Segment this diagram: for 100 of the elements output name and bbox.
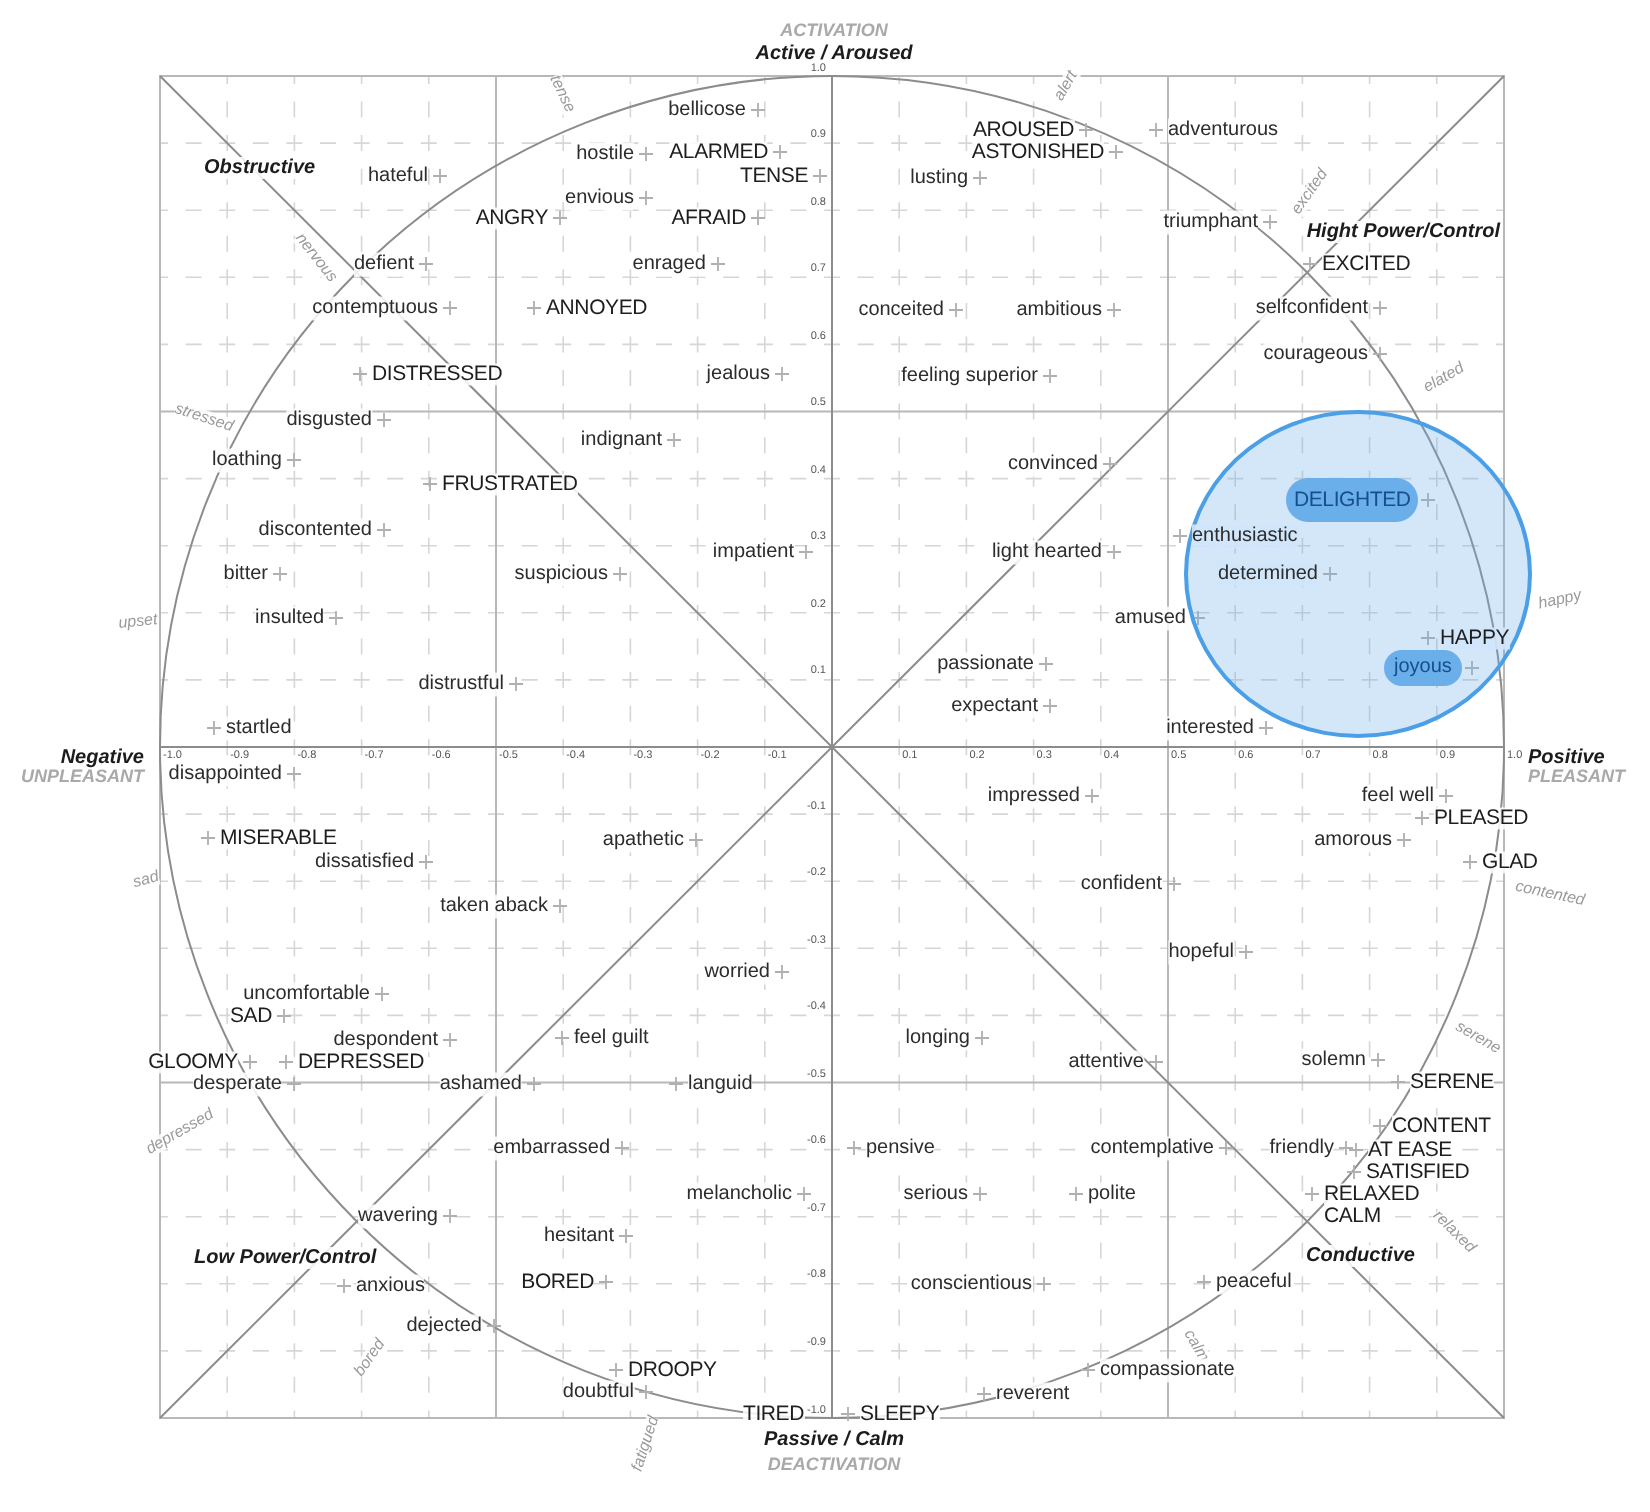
emotion-term: GLAD (1482, 851, 1538, 873)
emotion-term: adventurous (1168, 118, 1279, 142)
emotion-term: pensive (866, 1136, 935, 1160)
emotion-term: indignant (580, 428, 662, 452)
emotion-term: interested (1166, 716, 1254, 740)
emotion-term: defient (353, 252, 414, 276)
emotion-term: amused (1114, 606, 1186, 630)
emotion-term: CONTENT (1392, 1115, 1491, 1137)
emotion-term: light hearted (991, 540, 1102, 564)
emotion-term: selfconfident (1255, 296, 1368, 320)
circle-term: sad (131, 868, 161, 892)
emotion-term: lusting (910, 166, 968, 190)
emotion-term: feeling superior (901, 364, 1038, 388)
circle-term: stressed (172, 401, 236, 435)
emotion-term: enraged (632, 252, 706, 276)
emotion-term: hostile (576, 142, 634, 166)
circle-term: upset (117, 612, 159, 632)
emotion-term: impressed (987, 784, 1080, 808)
axis-title: Negative (60, 747, 144, 769)
axis-title: Passive / Calm (763, 1429, 905, 1451)
emotion-term: wavering (357, 1204, 438, 1228)
emotion-term: feel well (1361, 784, 1434, 808)
emotion-term: hopeful (1168, 940, 1234, 964)
circle-term: tense (546, 72, 578, 116)
emotion-term: feel guilt (574, 1026, 649, 1050)
emotion-term: hateful (367, 164, 428, 188)
emotion-term: worried (704, 960, 770, 984)
emotion-term: joyous (1394, 658, 1452, 678)
emotion-term: AROUSED (972, 119, 1074, 141)
emotion-term: conceited (858, 298, 944, 322)
emotion-term: uncomfortable (243, 982, 370, 1006)
emotion-term: AT EASE (1368, 1139, 1452, 1161)
emotion-term: dissatisfied (315, 850, 414, 874)
emotion-term: SAD (230, 1005, 272, 1027)
emotion-term: solemn (1301, 1048, 1366, 1072)
emotion-term: hesitant (543, 1224, 614, 1248)
emotion-term: MISERABLE (220, 827, 337, 849)
emotion-term: desperate (193, 1072, 282, 1096)
emotion-term: bellicose (668, 98, 746, 122)
emotion-term: insulted (255, 606, 324, 630)
emotion-term: enthusiastic (1192, 524, 1298, 548)
emotion-term: jealous (706, 362, 770, 386)
emotion-term: polite (1088, 1182, 1136, 1206)
highlight-pill (1384, 650, 1462, 686)
emotion-term: despondent (333, 1028, 438, 1052)
emotion-term: CALM (1324, 1205, 1381, 1227)
emotion-term: SLEEPY (860, 1403, 940, 1425)
emotion-term: bitter (223, 562, 268, 586)
emotion-term: triumphant (1163, 210, 1258, 234)
emotion-term: courageous (1263, 342, 1368, 366)
quadrant-label: Obstructive (204, 157, 316, 179)
emotion-term: DEPRESSED (298, 1051, 424, 1073)
quadrant-label: Low Power/Control (194, 1247, 377, 1269)
emotion-term: disappointed (168, 762, 282, 786)
emotion-term: EXCITED (1322, 253, 1411, 275)
emotion-term: reverent (996, 1382, 1070, 1406)
emotion-term: conscientious (910, 1272, 1032, 1296)
dimension-label: DEACTIVATION (767, 1456, 901, 1476)
emotion-term: FRUSTRATED (442, 473, 578, 495)
emotion-term: peaceful (1216, 1270, 1292, 1294)
emotion-term: GLOOMY (148, 1051, 238, 1073)
dimension-label: ACTIVATION (780, 22, 888, 42)
emotion-term: ALARMED (669, 141, 768, 163)
emotion-term: SERENE (1410, 1071, 1494, 1093)
emotion-term: DELIGHTED (1294, 489, 1411, 511)
emotion-term: ashamed (439, 1072, 522, 1096)
emotion-term: attentive (1068, 1050, 1144, 1074)
emotion-term: PLEASED (1434, 807, 1529, 829)
emotion-term: ANGRY (475, 207, 548, 229)
emotion-term: languid (688, 1072, 753, 1096)
emotion-term: apathetic (602, 828, 684, 852)
emotion-term: HAPPY (1440, 627, 1510, 649)
emotion-term: TENSE (739, 165, 808, 187)
axis-title: Positive (1528, 747, 1605, 769)
emotion-term: dejected (406, 1314, 482, 1338)
emotion-term: passionate (937, 652, 1034, 676)
emotion-term: anxious (356, 1274, 425, 1298)
emotion-term: taken aback (440, 894, 548, 918)
circle-term: fatigued (629, 1414, 663, 1474)
circle-term: contented (1513, 878, 1587, 910)
emotion-term: ANNOYED (546, 297, 648, 319)
emotion-term: distrustful (418, 672, 504, 696)
emotion-term: AFRAID (671, 207, 746, 229)
emotion-term: ambitious (1016, 298, 1102, 322)
emotion-term: convinced (1007, 452, 1098, 476)
emotion-term: SATISFIED (1366, 1161, 1470, 1183)
quadrant-label: Conductive (1306, 1245, 1415, 1267)
emotion-term: impatient (712, 540, 794, 564)
emotion-term: friendly (1269, 1136, 1334, 1160)
emotion-term: DROOPY (628, 1359, 717, 1381)
emotion-term: BORED (521, 1271, 594, 1293)
emotion-term: amorous (1314, 828, 1392, 852)
dimension-label: PLEASANT (1528, 768, 1626, 788)
emotion-term: envious (565, 186, 634, 210)
emotion-term: expectant (951, 694, 1038, 718)
emotion-term: confident (1080, 872, 1162, 896)
emotion-term: loathing (211, 448, 282, 472)
emotion-term: contemptuous (312, 296, 438, 320)
emotion-term: doubtful (562, 1380, 634, 1404)
quadrant-label: Hight Power/Control (1306, 221, 1500, 243)
